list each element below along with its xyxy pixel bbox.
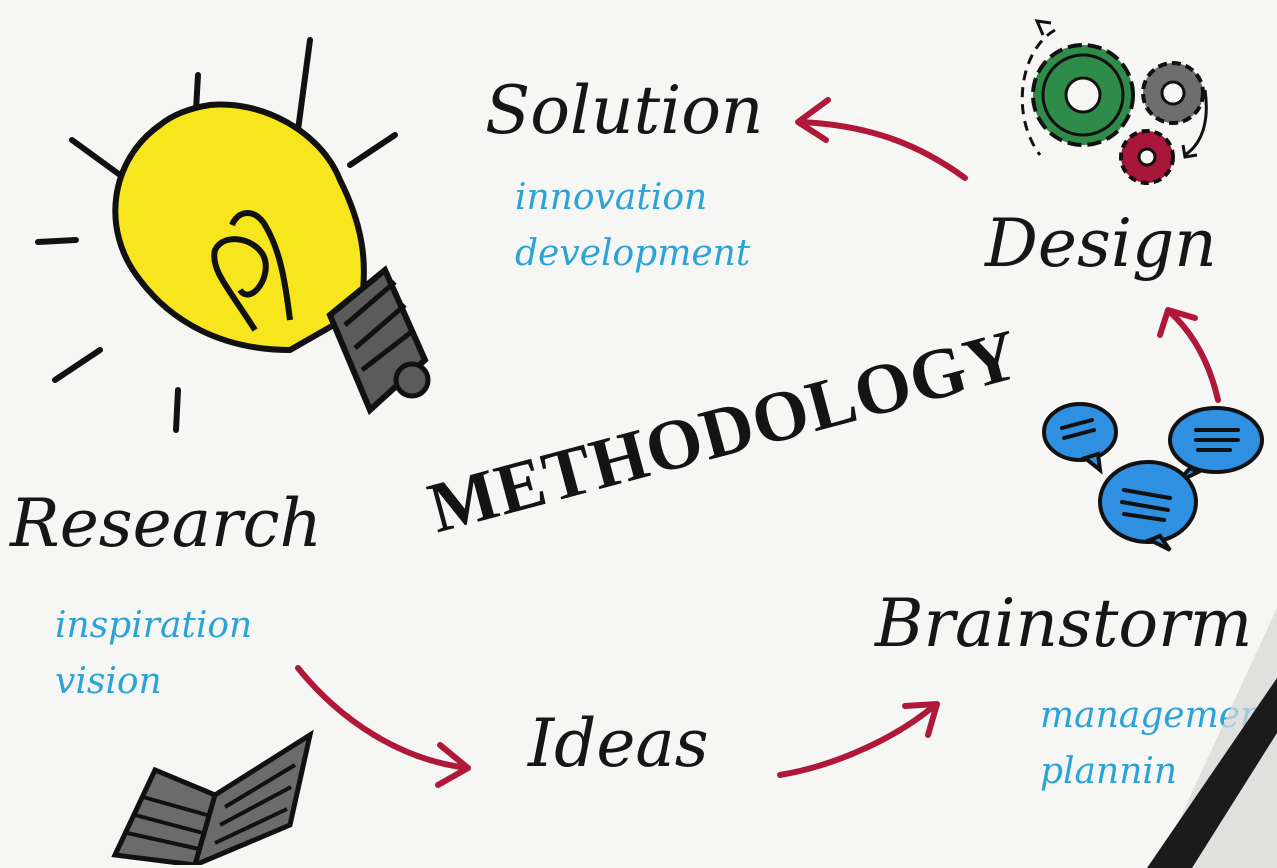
research-keyword-vision: vision [55,661,162,702]
solution-keywords: innovation development [515,170,750,282]
arrow-research-to-ideas [295,665,471,771]
research-keywords: inspiration vision [55,598,252,710]
open-book-icon [111,729,314,865]
pen-shadow [1147,608,1277,868]
speech-bubbles-icon [1042,402,1264,552]
light-bulb-icon [35,37,431,433]
arrow-brainstorm-to-design [1167,309,1221,403]
arrow-ideas-to-brainstorm [777,702,938,778]
brainstorm-keyword-planning: plannin [1040,751,1178,792]
arrow-design-to-solution [797,119,968,181]
solution-keyword-development: development [515,233,751,274]
brainstorm-keywords: managemen plannin [1040,688,1263,800]
ideas-label: Ideas [528,705,709,782]
design-label: Design [985,205,1217,282]
brainstorm-label: Brainstorm [875,585,1253,662]
gears-icon [1020,19,1208,185]
research-keyword-inspiration: inspiration [55,605,253,646]
research-label: Research [10,485,323,562]
solution-label: Solution [485,72,764,149]
solution-keyword-innovation: innovation [515,177,708,218]
